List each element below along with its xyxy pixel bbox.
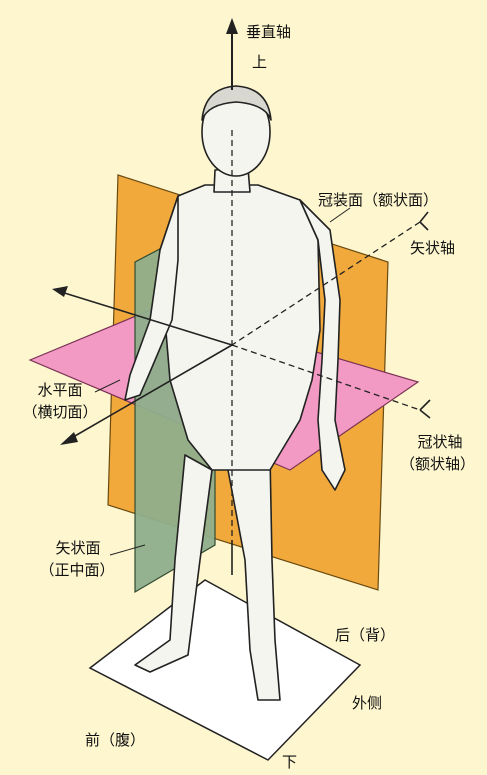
- up-label: 上: [252, 52, 267, 72]
- posterior-label: 后（背）: [335, 625, 395, 645]
- coronal-axis-label-2: （额状轴）: [388, 454, 487, 474]
- sagittal-axis-arrowhead: [60, 432, 78, 445]
- sagittal-plane-label: 矢状面: [38, 538, 118, 558]
- sagittal-plane-label-2: （正中面）: [22, 560, 132, 580]
- vertical-axis-arrowhead: [226, 18, 238, 34]
- coronal-plane-leader: [330, 208, 350, 222]
- vertical-axis-label: 垂直轴: [246, 22, 291, 42]
- sagittal-axis-tail: [420, 212, 428, 230]
- coronal-axis-arrowhead: [52, 286, 68, 297]
- lateral-label: 外侧: [352, 693, 382, 713]
- horizontal-plane-label: 水平面: [20, 380, 100, 400]
- anterior-label: 前（腹）: [85, 730, 145, 750]
- coronal-axis-label: 冠状轴: [400, 432, 480, 452]
- down-label: 下: [282, 752, 297, 772]
- coronal-plane-label: 冠装面（额状面）: [318, 190, 438, 210]
- coronal-axis-tail: [420, 400, 430, 418]
- horizontal-plane-label-2: （横切面）: [5, 402, 115, 422]
- sagittal-axis-label: 矢状轴: [410, 238, 455, 258]
